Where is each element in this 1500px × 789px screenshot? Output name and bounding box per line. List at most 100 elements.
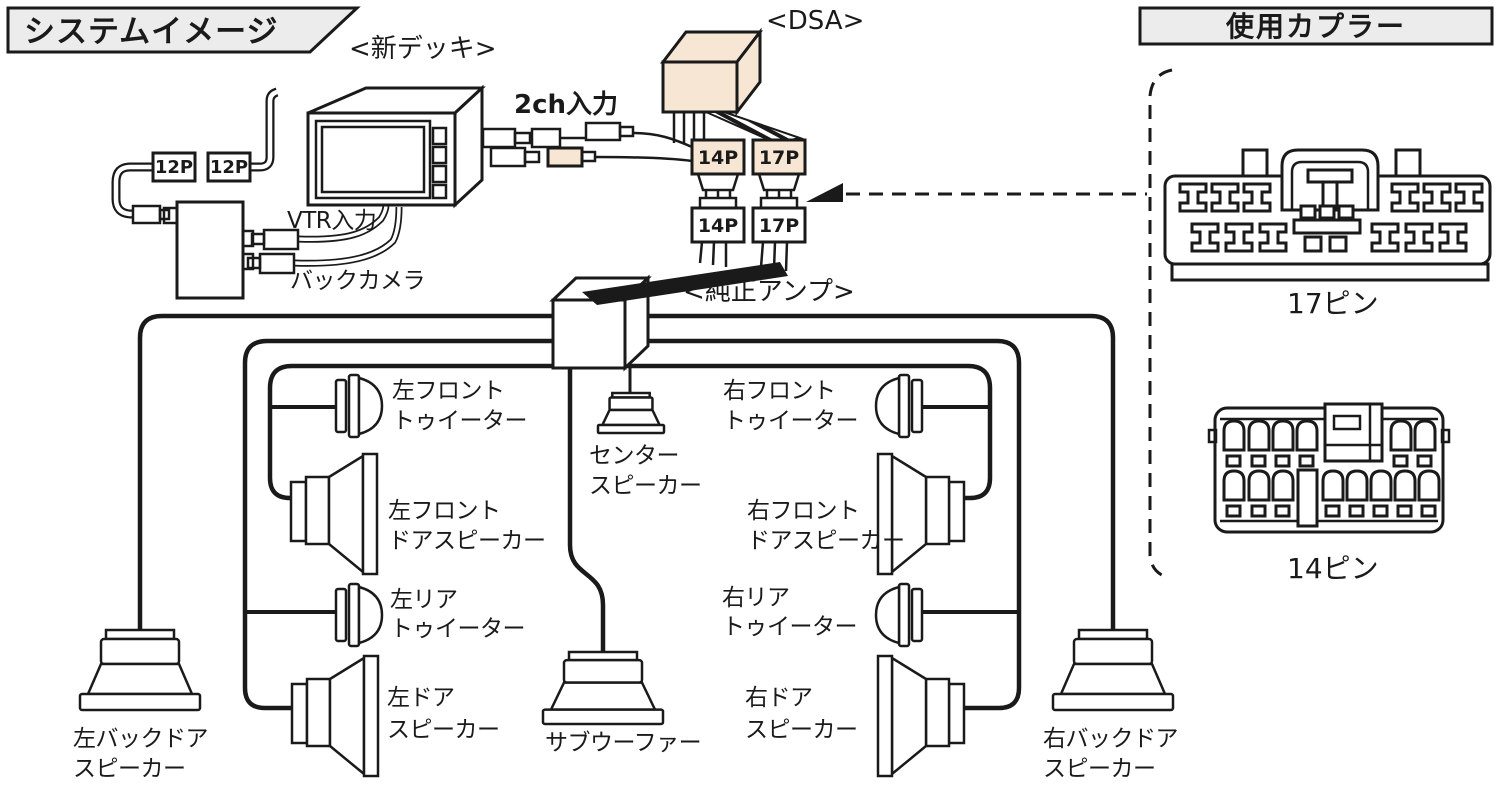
head-unit-button (431, 126, 448, 146)
dsa-wire-ribbon (705, 111, 804, 145)
rca-plug-vtr-body (262, 228, 300, 251)
deck-label: <新デッキ> (349, 34, 497, 64)
right-door-speaker-icon (876, 654, 966, 778)
coupler-17pin: 17ピン (1163, 148, 1492, 320)
left-rear-tweeter-icon (334, 582, 384, 648)
wire-right-middle (600, 338, 1022, 711)
center-speaker-icon (597, 392, 665, 434)
label-line: トゥイーター (392, 408, 527, 434)
rca-plug-beige (546, 146, 584, 168)
dsa-label: <DSA> (766, 6, 864, 36)
label-left-front-tweeter: 左フロント トゥイーター (392, 378, 528, 434)
rca-plug-module-body (131, 204, 162, 225)
back-camera-label: バックカメラ (290, 268, 425, 294)
wire-subwoofer (567, 368, 606, 656)
label-subwoofer: サブウーファー (545, 730, 701, 756)
label-line: 右バックドア (1043, 726, 1178, 752)
label-line: 右ドア (745, 685, 813, 711)
label-line: ドアスピーカー (388, 528, 546, 554)
amp-harness-wedge (582, 262, 788, 305)
head-unit-button (431, 145, 448, 165)
harness-connectors-upper: 14P 17P (690, 138, 807, 198)
left-front-tweeter-icon (334, 373, 384, 439)
left-front-door-speaker-icon (289, 452, 379, 576)
left-door-speaker-icon (290, 654, 380, 778)
label-line: トゥイーター (390, 616, 525, 642)
label-right-front-tweeter: 右フロント トゥイーター (723, 378, 859, 434)
pointer-arrowhead-icon (806, 183, 843, 202)
wire-right-outer (600, 313, 1116, 631)
head-unit-screen (320, 125, 426, 194)
right-rear-tweeter-icon (874, 582, 924, 648)
connector-17p-lower (751, 206, 807, 244)
vtr-module-group: 12P 12P (111, 87, 279, 300)
label-14pin: 14ピン (1287, 552, 1379, 585)
coupler-14pin: 14ピン (1207, 402, 1451, 585)
wire-right-inner (600, 363, 993, 501)
label-right-front-door: 右フロント ドアスピーカー (747, 498, 905, 554)
label-line: スピーカー (387, 717, 500, 743)
connector-17p-lower-label: 17P (759, 215, 799, 237)
label-left-front-door: 左フロント ドアスピーカー (388, 498, 546, 554)
dashed-pointer-vertical (1148, 68, 1173, 580)
label-right-rear-tweeter: 右リア トゥイーター (722, 585, 858, 640)
label-right-back-door: 右バックドア スピーカー (1043, 726, 1179, 782)
vtr-camera-cables: VTR入力 バックカメラ (246, 204, 426, 294)
label-line: 右フロント (747, 498, 860, 524)
connector-14p-lower-label: 14P (698, 215, 738, 237)
coupler-panel-title-box: 使用カプラー (1138, 6, 1494, 46)
wire-left-outer (137, 313, 600, 631)
label-line: センター (589, 443, 679, 469)
label-line: トゥイーター (722, 614, 857, 640)
ch2-input-label: 2ch入力 (514, 90, 618, 120)
label-line: スピーカー (73, 756, 186, 782)
connector-14p-upper-label: 14P (698, 147, 738, 169)
page-title: システムイメージ (24, 14, 278, 50)
subwoofer-icon (541, 650, 665, 726)
label-left-door: 左ドア スピーカー (387, 685, 500, 743)
label-line: 左ドア (387, 685, 455, 711)
right-front-door-speaker-icon (876, 452, 966, 576)
right-front-tweeter-icon (874, 373, 924, 439)
connector-12p-2-label: 12P (210, 157, 248, 178)
wire-left-middle (242, 338, 600, 711)
label-left-back-door: 左バックドア スピーカー (73, 726, 209, 782)
connector-12p-2 (206, 151, 252, 183)
right-back-door-speaker-icon (1051, 628, 1175, 712)
module-box (175, 200, 245, 300)
amp-label: <純正アンプ> (683, 277, 855, 307)
label-line: 左フロント (392, 378, 505, 404)
connector-12p-1 (151, 151, 197, 183)
head-unit-top-face (307, 86, 486, 115)
rca-2ch-link: 2ch入力 (481, 90, 693, 168)
head-unit-button (431, 164, 448, 184)
label-17pin: 17ピン (1287, 287, 1379, 320)
label-line: スピーカー (745, 717, 858, 743)
connector-14p-lower (690, 206, 746, 244)
wire-left-inner (267, 363, 600, 501)
speaker-wiring (137, 313, 1116, 711)
label-line: 左リア (390, 587, 458, 613)
label-right-door: 右ドア スピーカー (745, 685, 858, 743)
label-line: 右フロント (723, 378, 836, 404)
dsa-unit: <DSA> (659, 6, 864, 145)
header-title-box: システムイメージ (6, 6, 361, 54)
label-center-speaker: センター スピーカー (589, 443, 702, 499)
rca-plug-camera-body (258, 252, 296, 275)
head-unit-screen-bezel (314, 119, 432, 200)
vtr-input-label: VTR入力 (287, 208, 376, 234)
amp-front-face (551, 298, 627, 370)
label-line: 左バックドア (73, 726, 208, 752)
dsa-wires-left (672, 112, 706, 143)
label-line: スピーカー (1043, 756, 1156, 782)
label-line: 左フロント (388, 498, 501, 524)
connector-17p-upper-label: 17P (759, 147, 799, 169)
left-back-door-speaker-icon (78, 628, 202, 712)
label-line: ドアスピーカー (747, 528, 905, 554)
harness-connectors-lower: 14P 17P (690, 196, 807, 272)
oem-amp: <純正アンプ> (549, 262, 855, 372)
head-unit-button (431, 183, 448, 200)
label-line: スピーカー (589, 473, 702, 499)
